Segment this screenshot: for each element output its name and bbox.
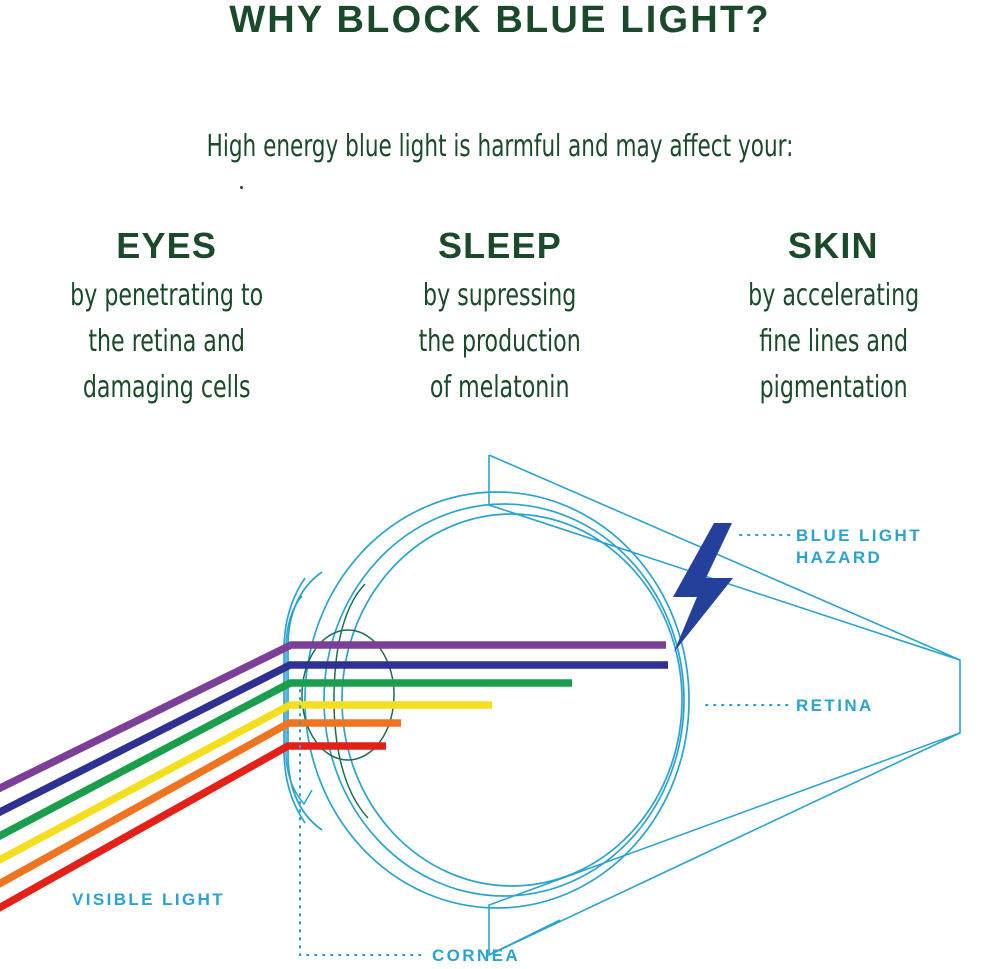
column-line: by penetrating to xyxy=(70,278,264,313)
ray-indigo xyxy=(0,661,668,817)
column-heading-eyes: EYES xyxy=(116,225,218,266)
lightning-bolt-icon xyxy=(673,523,733,652)
eye-anatomy-diagram: BLUE LIGHT HAZARD RETINA VISIBLE LIGHT C… xyxy=(0,430,1000,969)
ray-yellow xyxy=(0,701,492,864)
ray-red xyxy=(0,742,386,912)
benefit-columns: EYES by penetrating to the retina and da… xyxy=(0,225,1000,411)
column-body-sleep: by supressing the production of melatoni… xyxy=(363,273,636,411)
ray-orange xyxy=(0,719,401,888)
column-body-eyes: by penetrating to the retina and damagin… xyxy=(30,273,303,411)
stray-dot-mark xyxy=(240,186,243,189)
column-heading-skin: SKIN xyxy=(787,225,879,266)
column-line: by accelerating xyxy=(747,278,919,313)
column-sleep: SLEEP by supressing the production of me… xyxy=(333,225,666,411)
column-body-skin: by accelerating fine lines and pigmentat… xyxy=(697,273,970,411)
label-retina: RETINA xyxy=(796,696,874,715)
column-eyes: EYES by penetrating to the retina and da… xyxy=(0,225,333,411)
column-line: the production xyxy=(418,324,582,359)
page-subtitle: High energy blue light is harmful and ma… xyxy=(206,129,794,164)
column-line: fine lines and xyxy=(758,324,908,359)
column-line: by supressing xyxy=(423,278,577,313)
page-title: WHY BLOCK BLUE LIGHT? xyxy=(229,0,771,41)
column-skin: SKIN by accelerating fine lines and pigm… xyxy=(667,225,1000,411)
ray-green xyxy=(0,679,572,840)
leader-cornea xyxy=(299,689,426,956)
lens-outline xyxy=(301,583,395,819)
eyeball-outlines xyxy=(304,491,690,909)
label-visible-light: VISIBLE LIGHT xyxy=(72,890,225,909)
column-line: pigmentation xyxy=(759,370,908,405)
ray-violet xyxy=(0,641,666,793)
leader-lines xyxy=(299,534,791,956)
label-blue-light-hazard-line2: HAZARD xyxy=(796,548,882,567)
column-line: damaging cells xyxy=(82,370,251,405)
visible-light-rays xyxy=(0,641,668,912)
column-line: of melatonin xyxy=(430,370,570,405)
column-heading-sleep: SLEEP xyxy=(437,225,563,266)
column-line: the retina and xyxy=(88,324,245,359)
cornea-outline xyxy=(283,571,323,831)
label-blue-light-hazard-line1: BLUE LIGHT xyxy=(796,526,922,545)
label-cornea: CORNEA xyxy=(432,946,520,965)
